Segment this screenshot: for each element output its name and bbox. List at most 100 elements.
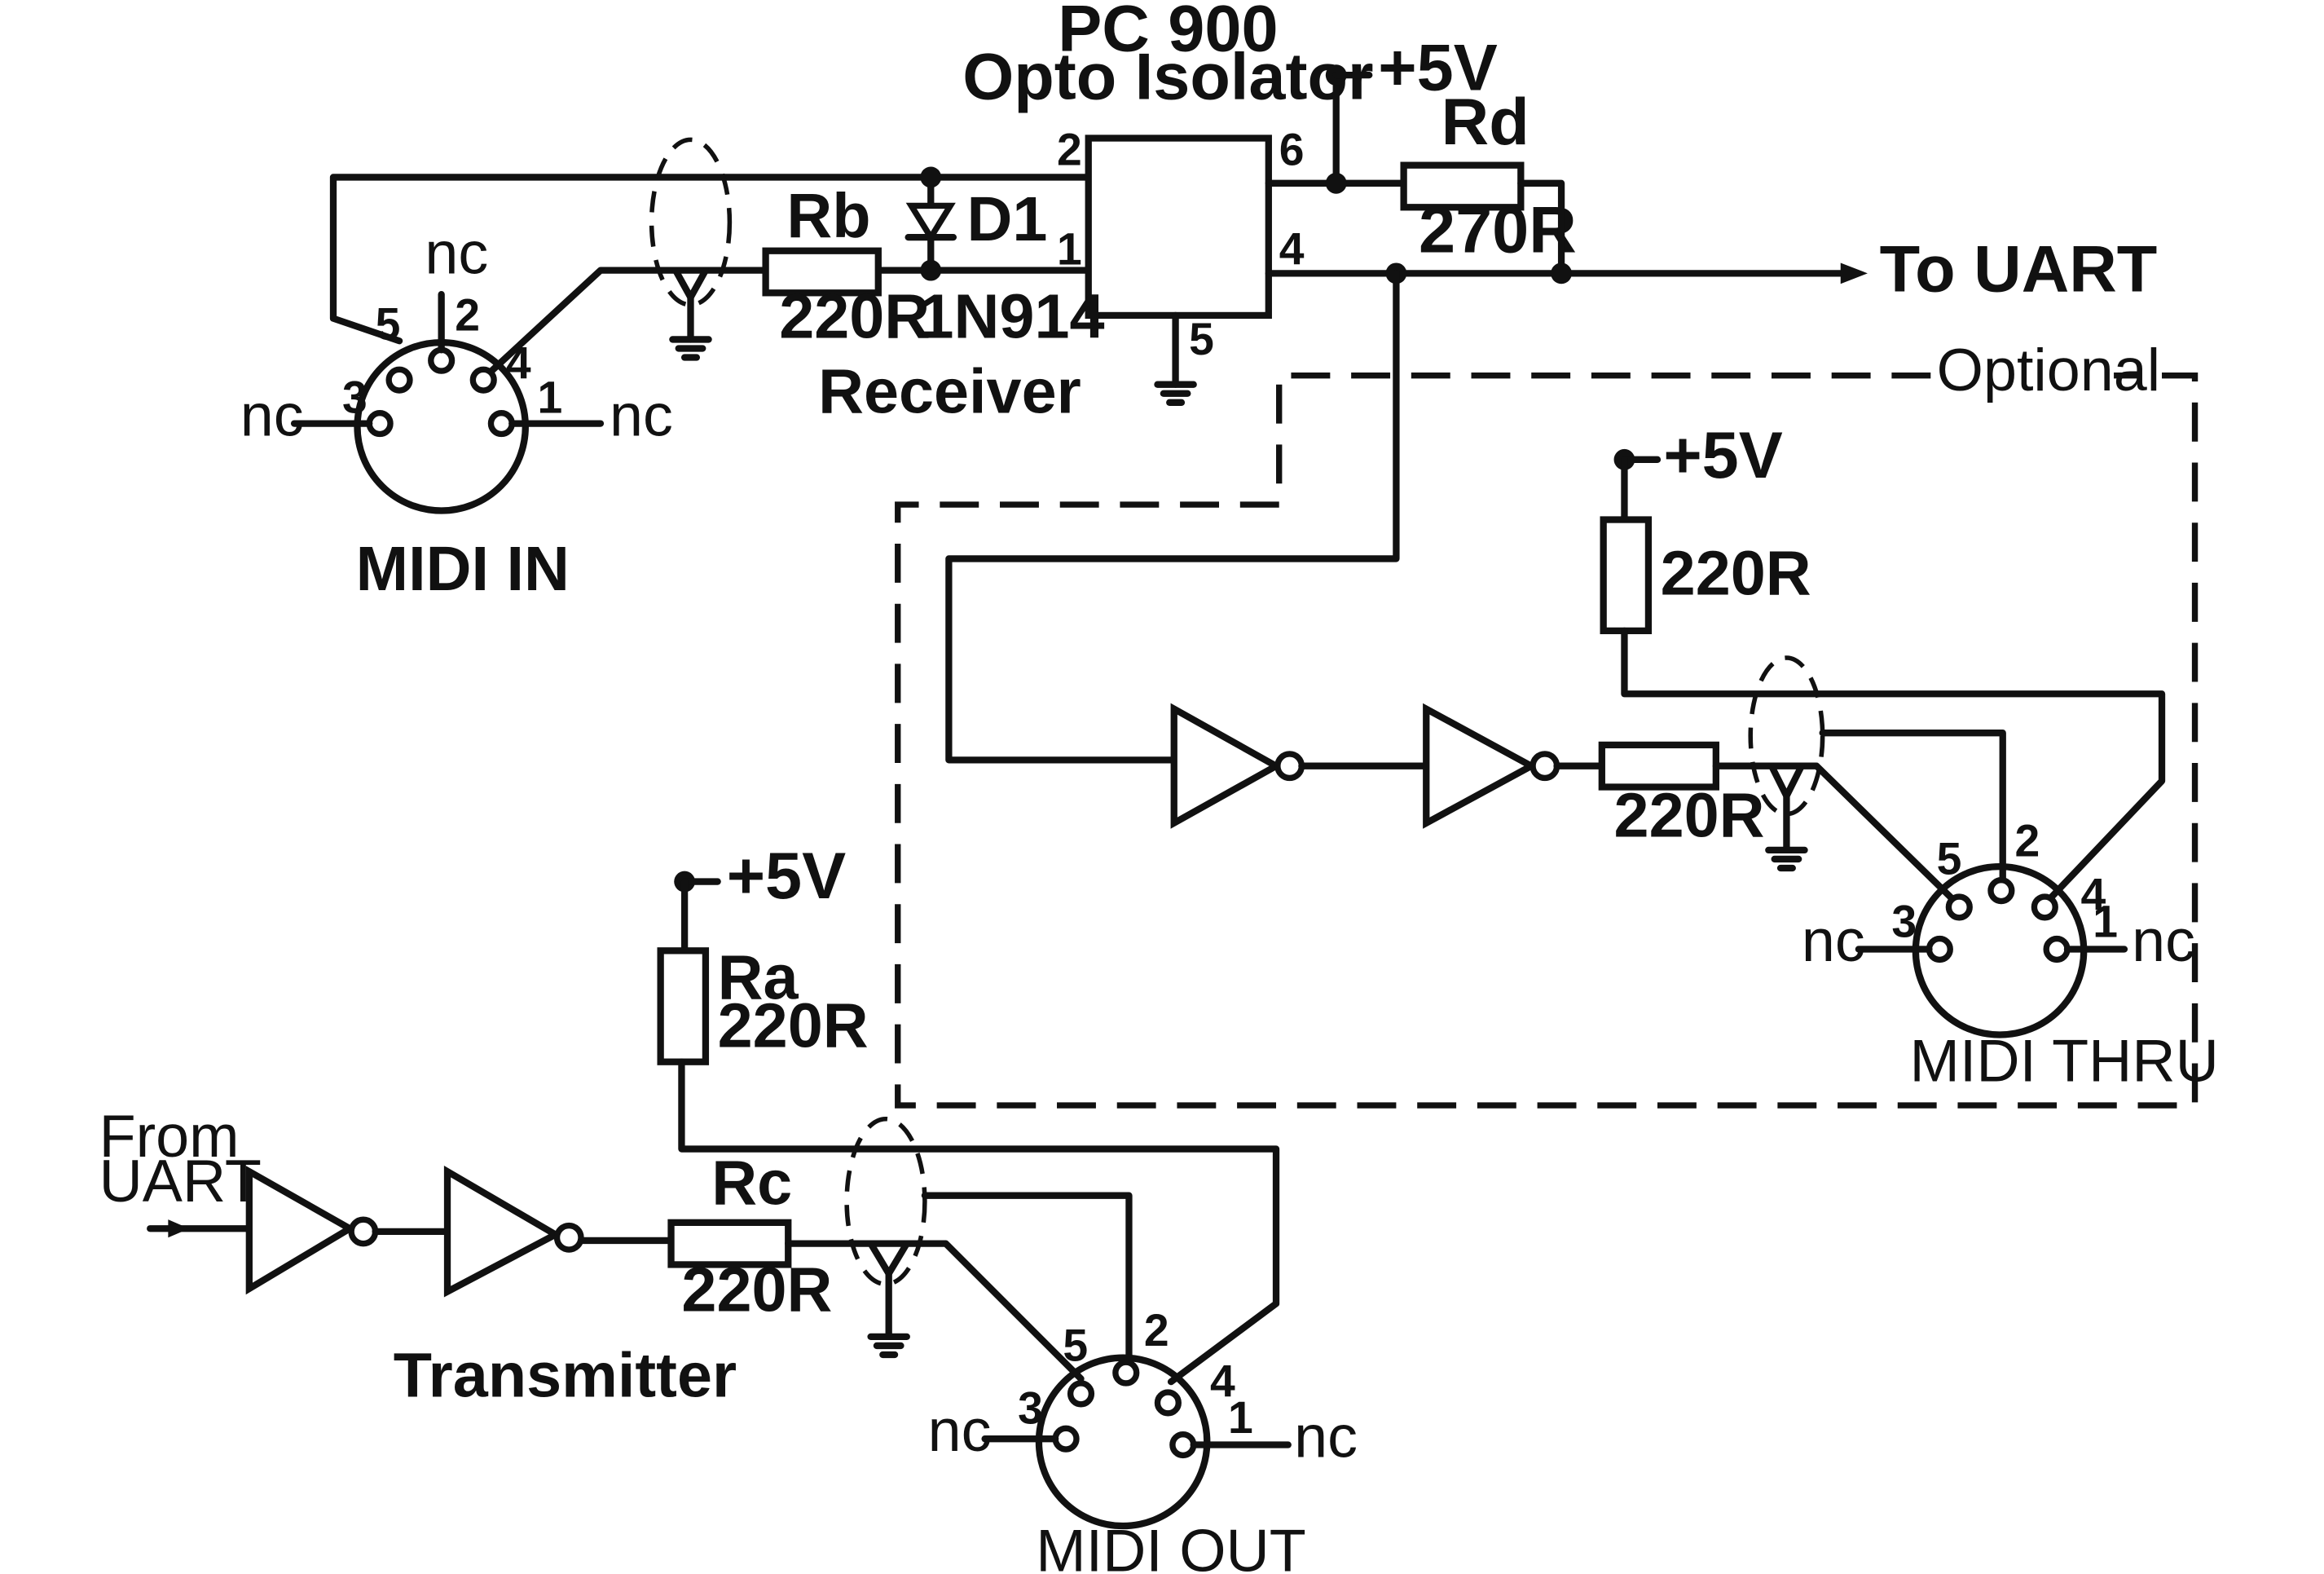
midi-in-pin4 (469, 366, 497, 394)
ground-icon (669, 336, 712, 361)
midi-thru-pin1-label: 1 (2093, 897, 2118, 947)
midi-out-pin2-label: 2 (1144, 1305, 1169, 1356)
wire-thru-to-pin5 (1712, 762, 1958, 905)
thru-buffer-2 (1423, 703, 1538, 829)
midi-out-pin4-label: 4 (1210, 1356, 1235, 1407)
wire-thru-pin2-shield (1819, 730, 2006, 884)
cable-shield-midi-in (649, 137, 733, 307)
wire-thru-pullup-to-pin4 (1621, 627, 2166, 908)
receiver-section: 2 1 6 4 5 PC 900 Opto Isolator +5V Rd 27… (240, 0, 2157, 604)
thru-buffer-1 (1170, 703, 1283, 829)
midi-thru-pin4 (2031, 893, 2058, 921)
midi-out-pin1-label: 1 (1228, 1392, 1253, 1443)
transmitter-label: Transmitter (394, 1341, 737, 1411)
wire-rc-to-pin5 (785, 1240, 1085, 1382)
resistor-thru-series-value: 220R (1614, 780, 1765, 850)
midi-in-nc-left: nc (240, 381, 304, 448)
junction-output-pullup (1551, 262, 1572, 284)
midi-out-label: MIDI OUT (1036, 1516, 1306, 1574)
resistor-ra-name: Ra (718, 942, 799, 1012)
wire-rd-to-output (1517, 179, 1565, 277)
resistor-rd-value: 270R (1419, 194, 1577, 267)
tx-buffer-2 (443, 1165, 563, 1298)
junction-d1-top (920, 166, 942, 188)
wire-thru-feed (945, 270, 1400, 764)
midi-thru-pin5-label: 5 (1937, 833, 1962, 884)
arrow-from-uart-icon (168, 1219, 190, 1238)
midi-in-nc-top: nc (425, 218, 488, 286)
wire-ra-to-pin4 (678, 1058, 1280, 1386)
optional-boundary (895, 372, 2199, 1109)
resistor-rb (762, 247, 882, 297)
from-uart-line1: From (99, 1102, 240, 1170)
resistor-rc-name: Rc (711, 1149, 792, 1219)
midi-in-pin5 (385, 366, 413, 394)
midi-thru-pin5 (1945, 893, 1973, 921)
junction-d1-bottom (920, 259, 942, 281)
midi-out-pin5-label: 5 (1063, 1320, 1088, 1370)
to-uart-label: To UART (1880, 232, 2158, 306)
midi-in-pin2-label: 2 (455, 289, 480, 340)
midi-in-pin1-label: 1 (538, 373, 563, 423)
midi-out-connector: nc nc 5 2 4 3 1 MIDI OUT (928, 1305, 1358, 1574)
opto-pin2-label: 2 (1057, 125, 1082, 175)
midi-out-nc-right: nc (1294, 1402, 1358, 1470)
shield-drain-midi-thru (1767, 762, 1805, 800)
midi-thru-pin2 (1987, 877, 2015, 905)
diode-d1-symbol (905, 202, 956, 244)
midi-out-nc-left: nc (928, 1396, 992, 1464)
shield-drain-midi-in (671, 267, 710, 301)
diode-d1-part: 1N914 (919, 282, 1105, 352)
arrow-to-uart-icon (1840, 262, 1868, 284)
midi-in-pin5-label: 5 (376, 298, 401, 349)
midi-thru-label: MIDI THRU (1910, 1027, 2219, 1095)
opto-description: Opto Isolator (962, 41, 1373, 114)
receiver-label: Receiver (818, 357, 1081, 427)
thru-buffer-2-bubble (1530, 751, 1560, 782)
ground-icon (1765, 846, 1808, 872)
resistor-ra (657, 947, 710, 1065)
midi-thru-pin3-label: 3 (1891, 897, 1917, 947)
cable-shield-midi-out (844, 1116, 927, 1287)
opto-isolator-pc900 (1085, 134, 1272, 320)
tx-buffer-1 (245, 1166, 357, 1295)
opto-pin6-label: 6 (1279, 125, 1305, 175)
midi-thru-pin4-label: 4 (2081, 870, 2106, 920)
midi-out-pin5 (1067, 1380, 1095, 1408)
ground-icon (1154, 381, 1197, 406)
from-uart-line2: UART (99, 1147, 262, 1215)
tx-buffer-2-bubble (553, 1222, 584, 1253)
midi-in-pin4-label: 4 (506, 337, 531, 388)
tx-buffer-1-bubble (348, 1216, 379, 1247)
opto-pin5-label: 5 (1189, 314, 1214, 364)
wire-tx-pin2-shield (921, 1192, 1133, 1365)
midi-in-pin3-label: 3 (342, 373, 368, 423)
wire-midi-in-pin4 (480, 267, 769, 382)
resistor-rb-name: Rb (786, 181, 870, 251)
midi-out-pin2 (1112, 1359, 1140, 1387)
resistor-thru-pullup (1600, 516, 1653, 635)
resistor-rc-value: 220R (681, 1255, 832, 1325)
thru-buffer-1-bubble (1274, 751, 1305, 782)
junction-opto-pin6 (1325, 172, 1347, 194)
supply-label-tx: +5V (727, 840, 846, 913)
opto-pin4-label: 4 (1279, 223, 1305, 274)
wire-midi-in-pin5 (329, 174, 1092, 345)
thru-section: Optional 220R +5V 220R (895, 270, 2219, 1109)
opto-name: PC 900 (1058, 0, 1278, 66)
transmitter-section: From UART Rc 220R +5V Ra 220R Transm (99, 840, 1358, 1574)
midi-thru-connector: nc nc 5 2 4 3 1 MIDI THRU (1802, 815, 2219, 1094)
opto-pin1-label: 1 (1057, 223, 1082, 274)
optional-label: Optional (1937, 336, 2160, 403)
resistor-thru-pullup-value: 220R (1661, 539, 1811, 609)
resistor-rd (1400, 161, 1525, 211)
ground-icon (867, 1333, 910, 1359)
midi-in-nc-right: nc (610, 381, 673, 448)
midi-in-connector: nc nc nc 5 2 4 3 1 MIDI IN (240, 218, 673, 604)
midi-thru-nc-right: nc (2132, 906, 2195, 974)
midi-out-pin4 (1154, 1389, 1182, 1417)
resistor-rd-name: Rd (1441, 86, 1530, 159)
midi-out-pin3-label: 3 (1018, 1383, 1043, 1434)
shield-drain-midi-out (867, 1240, 910, 1277)
